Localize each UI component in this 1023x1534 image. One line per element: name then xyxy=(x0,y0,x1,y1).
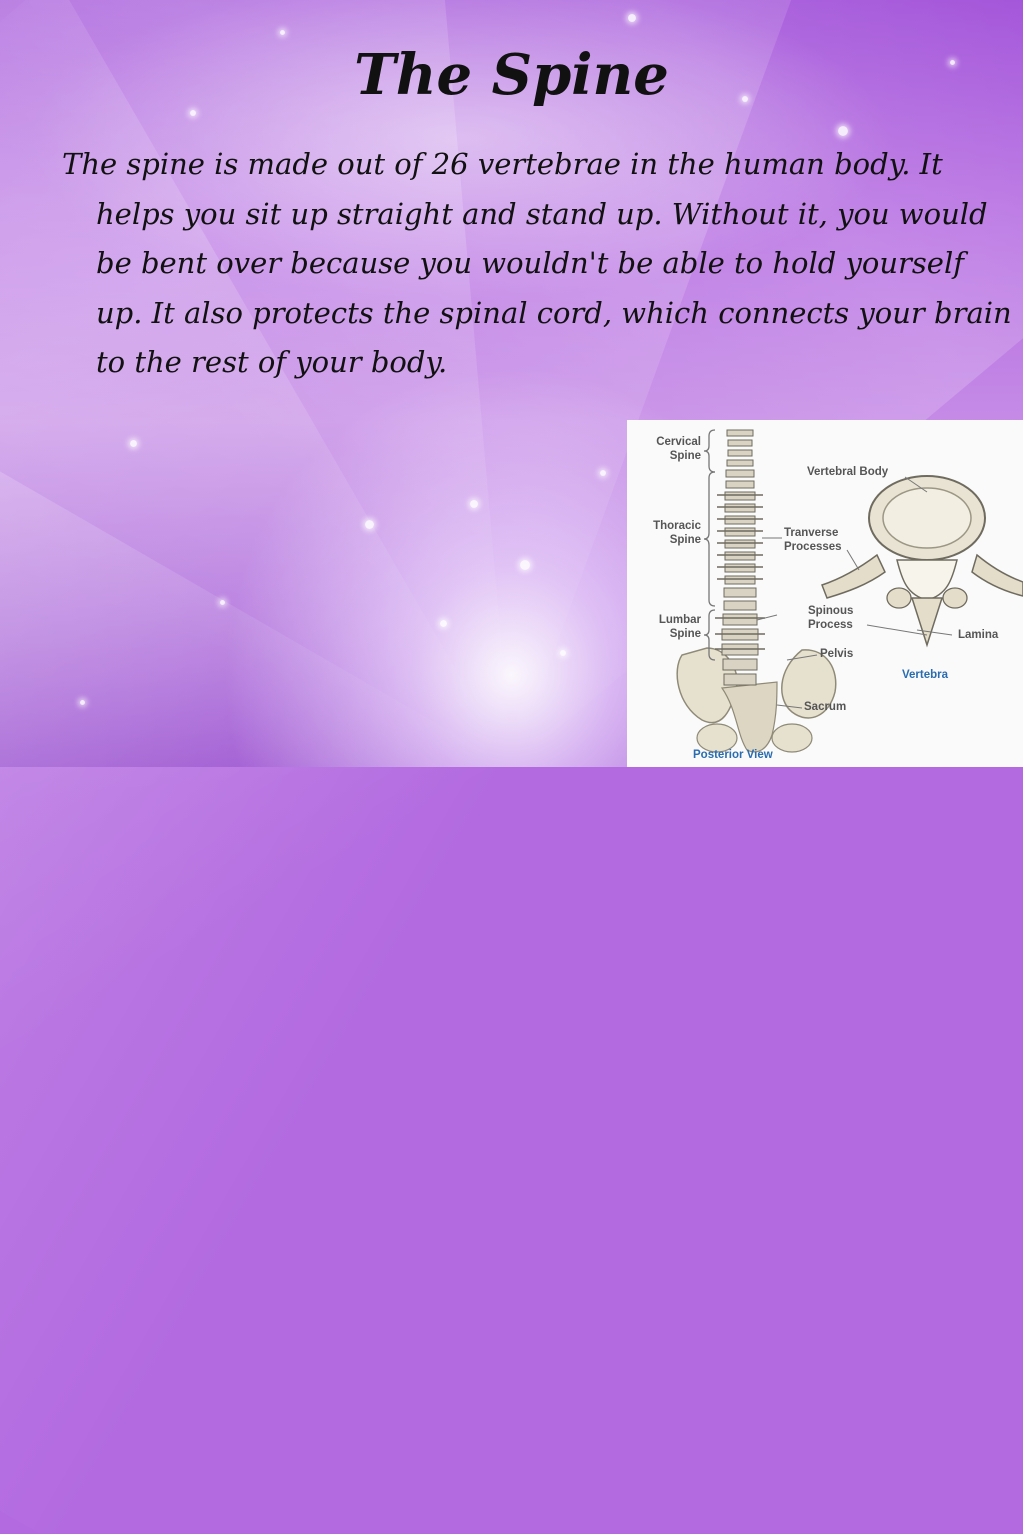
spine-diagram: Cervical Spine Thoracic Spine Lumbar Spi… xyxy=(627,420,1023,767)
sparkle xyxy=(560,650,566,656)
label-vertebra: Vertebra xyxy=(902,669,949,681)
sparkle xyxy=(600,470,606,476)
sparkle xyxy=(742,96,748,102)
sparkle xyxy=(950,60,955,65)
sparkle xyxy=(130,440,137,447)
sparkle xyxy=(190,110,196,116)
label-vertebral-body: Vertebral Body xyxy=(807,466,889,478)
label-thoracic-spine: Thoracic Spine xyxy=(653,520,701,546)
spine-illustration xyxy=(676,429,1023,753)
label-lamina: Lamina xyxy=(958,629,999,641)
sparkle xyxy=(628,14,636,22)
label-lumbar-spine: Lumbar Spine xyxy=(658,614,701,640)
label-posterior-view: Posterior View xyxy=(693,749,773,761)
sparkle xyxy=(80,700,85,705)
slide-title: The Spine xyxy=(354,42,669,108)
label-pelvis: Pelvis xyxy=(820,648,854,660)
sparkle xyxy=(365,520,374,529)
label-transverse-processes: Tranverse Processes xyxy=(784,527,842,553)
label-cervical-spine: Cervical Spine xyxy=(656,436,701,462)
slide-body-text: The spine is made out of 26 vertebrae in… xyxy=(62,147,1012,379)
sparkle xyxy=(220,600,225,605)
label-spinous-process: Spinous Process xyxy=(808,605,854,631)
sparkle xyxy=(440,620,447,627)
sparkle xyxy=(470,500,478,508)
sparkle xyxy=(280,30,285,35)
sparkle xyxy=(520,560,530,570)
sparkle xyxy=(838,126,848,136)
label-sacrum: Sacrum xyxy=(804,701,847,713)
